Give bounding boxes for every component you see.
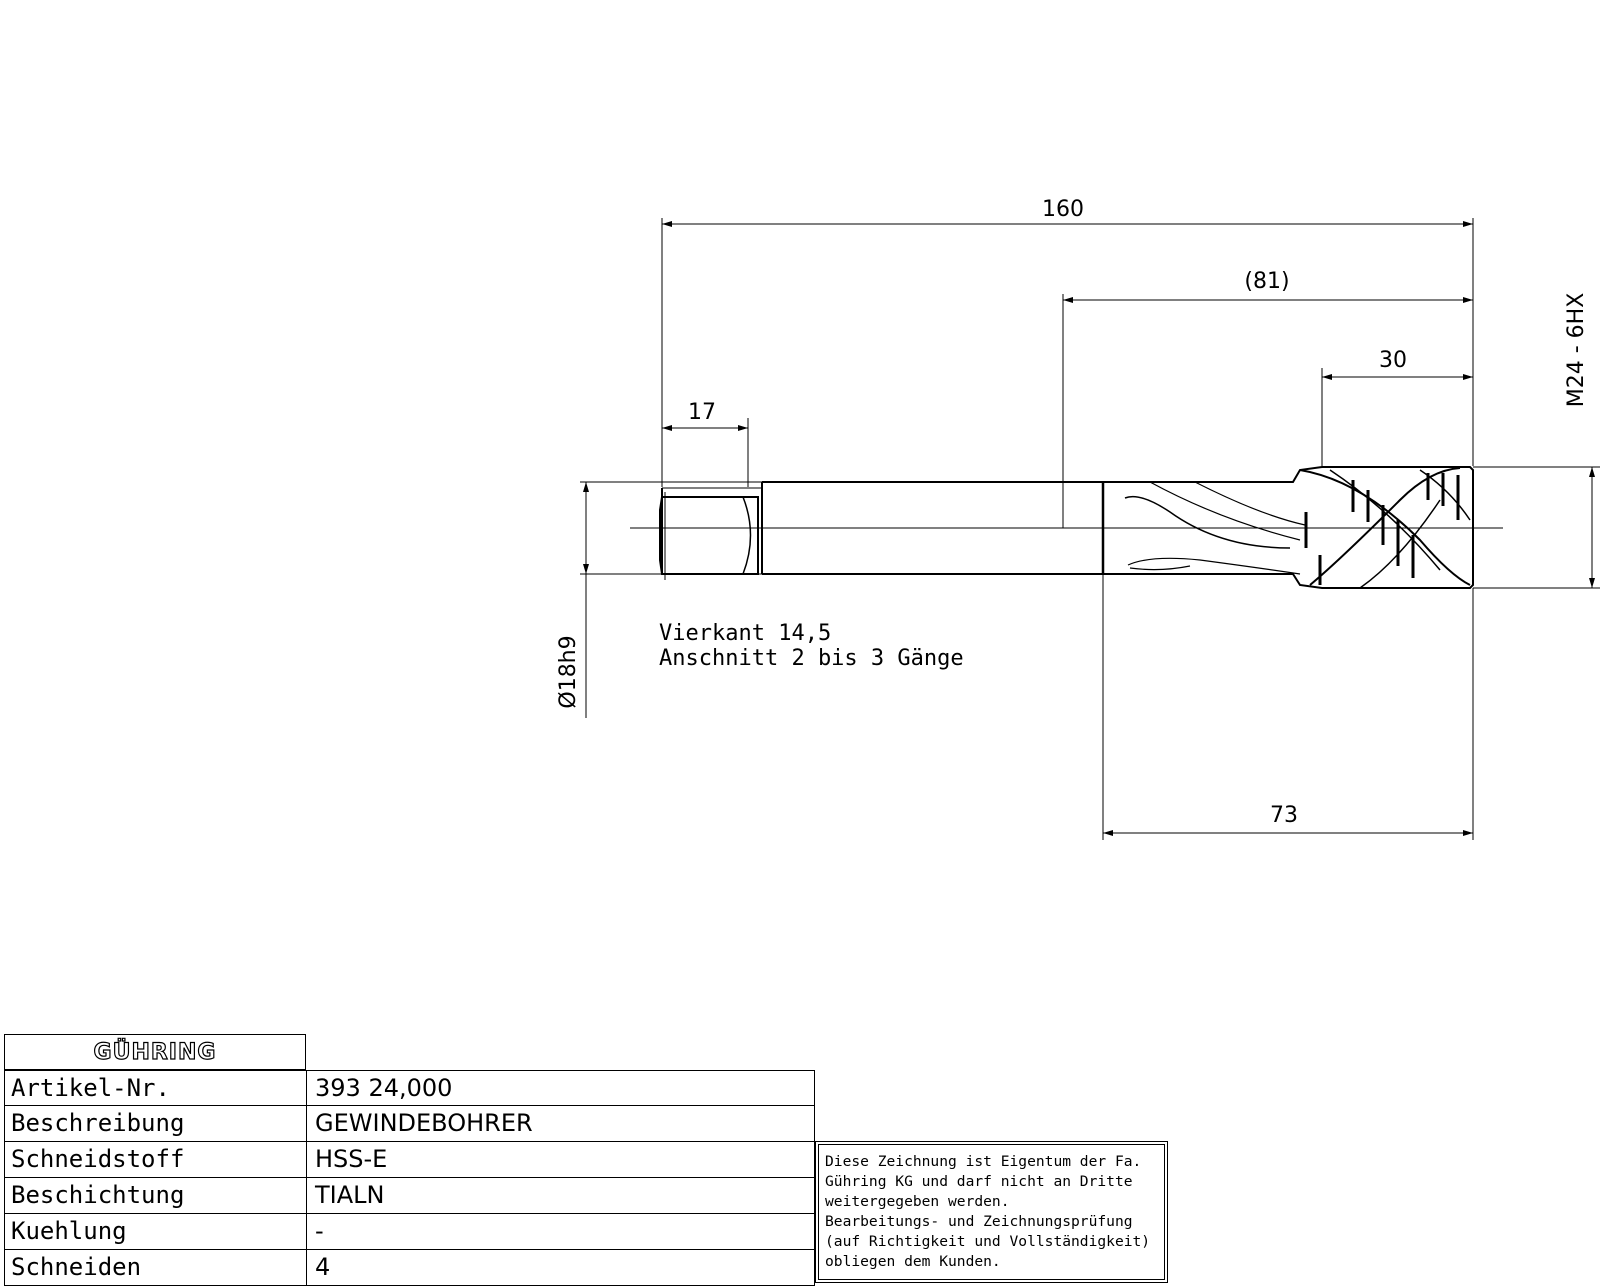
company-logo: GÜHRING (93, 1039, 217, 1065)
row-value-article: 393 24,000 (315, 1074, 453, 1102)
row-value-coating: TIALN (315, 1181, 385, 1209)
row-value-description: GEWINDEBOHRER (315, 1109, 533, 1137)
dim-thread-lead: 30 (1379, 348, 1407, 373)
dimension-lines (583, 221, 1595, 836)
row-label-article: Artikel-Nr. (5, 1071, 307, 1105)
technical-drawing: 160 (81) 30 17 73 Ø18h9 M24 - 6HX Vierka… (556, 197, 1600, 840)
table-row: Kuehlung - (4, 1214, 815, 1250)
row-value-material: HSS-E (315, 1145, 388, 1173)
table-row: Beschichtung TIALN (4, 1178, 815, 1214)
dim-shank-diameter: Ø18h9 (556, 635, 581, 708)
logo-cell: GÜHRING (4, 1034, 306, 1070)
dim-square-length: 17 (688, 400, 716, 425)
dim-overall-length: 160 (1042, 197, 1084, 222)
title-block: GÜHRING Artikel-Nr. 393 24,000 Beschreib… (4, 1034, 815, 1286)
thread-marks (1304, 473, 1460, 585)
row-label-coating: Beschichtung (5, 1178, 307, 1213)
row-value-cooling: - (315, 1217, 324, 1245)
note-chamfer: Anschnitt 2 bis 3 Gänge (659, 646, 964, 671)
note-square: Vierkant 14,5 (659, 621, 831, 646)
extension-lines (580, 218, 1600, 840)
row-label-material: Schneidstoff (5, 1142, 307, 1177)
row-label-description: Beschreibung (5, 1106, 307, 1141)
table-row: Beschreibung GEWINDEBOHRER (4, 1106, 815, 1142)
dim-thread-size: M24 - 6HX (1564, 293, 1589, 408)
row-label-cooling: Kuehlung (5, 1214, 307, 1249)
dim-thread-length: (81) (1244, 269, 1289, 294)
table-row: Artikel-Nr. 393 24,000 (4, 1070, 815, 1106)
square-end (659, 482, 763, 580)
flute-body (1103, 466, 1474, 589)
shank (762, 481, 1105, 575)
dim-flute-length: 73 (1270, 803, 1298, 828)
table-row: Schneiden 4 (4, 1250, 815, 1286)
row-label-cutting-edges: Schneiden (5, 1250, 307, 1285)
row-value-cutting-edges: 4 (315, 1253, 331, 1281)
copyright-notice-text: Diese Zeichnung ist Eigentum der Fa. Güh… (818, 1144, 1165, 1280)
table-row: Schneidstoff HSS-E (4, 1142, 815, 1178)
copyright-notice: Diese Zeichnung ist Eigentum der Fa. Güh… (815, 1141, 1168, 1283)
